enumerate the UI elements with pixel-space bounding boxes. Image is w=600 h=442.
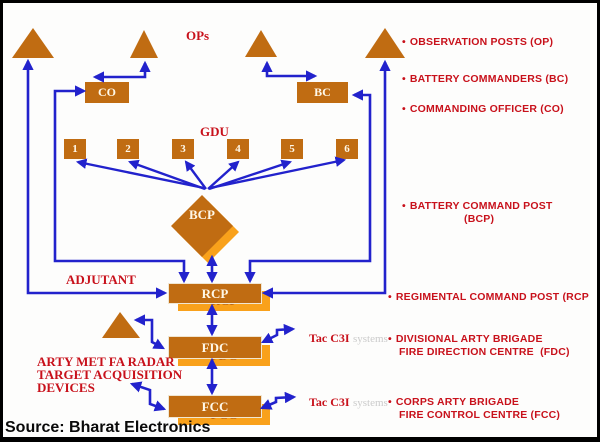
bcp-label: BCP	[189, 207, 215, 222]
acquisition-devices-label: ARTY MET FA RADAR TARGET ACQUISITION DEV…	[37, 355, 182, 394]
gdu-unit-4: 4	[227, 139, 249, 159]
legend-item-rcp: •REGIMENTAL COMMAND POST (RCP	[388, 291, 589, 304]
arrow-bcp-gdu5	[208, 159, 293, 191]
arrow-co-op2	[92, 60, 151, 83]
arrow-triangle-fdc	[133, 314, 166, 350]
watermark-systems-1: systems	[353, 333, 388, 345]
fdc-node: FDC	[168, 336, 262, 359]
legend-item-op: •OBSERVATION POSTS (OP)	[402, 36, 553, 49]
arrow-co-rcp	[53, 85, 190, 284]
gdu-unit-3: 3	[172, 139, 194, 159]
tac-c3i-fcc-label: Tac C3I	[309, 395, 350, 409]
arrow-bcp-gdu6	[209, 156, 347, 190]
source-attribution: Source: Bharat Electronics	[5, 419, 211, 436]
devices-line-3: DEVICES	[37, 380, 95, 395]
watermark-systems-2: systems	[353, 397, 388, 409]
legend-label-fdc-2: FIRE DIRECTION CENTRE (FDC)	[399, 346, 570, 358]
legend-label-rcp: REGIMENTAL COMMAND POST (RCP	[395, 291, 589, 303]
legend-label-bcp: BATTERY COMMAND POST	[409, 200, 553, 212]
arrow-bcp-gdu1	[75, 158, 205, 190]
tac-c3i-fdc-label: Tac C3I	[309, 331, 350, 345]
legend-label-fcc: CORPS ARTY BRIGADE	[395, 396, 520, 408]
gdu-unit-1: 1	[64, 139, 86, 159]
legend-label-fdc: DIVISIONAL ARTY BRIGADE	[395, 333, 543, 345]
gdu-unit-6: 6	[336, 139, 358, 159]
legend-label-co: COMMANDING OFFICER (CO)	[409, 103, 564, 115]
legend-item-bc: •BATTERY COMMANDERS (BC)	[402, 73, 568, 86]
bullet-icon: •	[402, 73, 406, 85]
legend-label-bc: BATTERY COMMANDERS (BC)	[409, 73, 569, 85]
arrow-bc-rcp	[244, 89, 372, 284]
bcp-diamond	[171, 195, 233, 257]
arrow-bcp-gdu2	[128, 159, 206, 191]
bc-node: BC	[297, 82, 348, 103]
bullet-icon: •	[402, 36, 406, 48]
adjutant-label: ADJUTANT	[66, 272, 136, 287]
arrow-bc-op3	[261, 60, 318, 82]
op-triangle-3	[245, 30, 277, 57]
devices-line-1: ARTY MET FA RADAR	[37, 354, 175, 369]
gdu-unit-2: 2	[117, 139, 139, 159]
ops-label: OPs	[186, 28, 210, 43]
arrow-bcp-gdu4	[207, 160, 240, 190]
legend-item-co: •COMMANDING OFFICER (CO)	[402, 103, 564, 116]
arrow-bcp-gdu3	[184, 160, 207, 190]
legend-item-fcc: •CORPS ARTY BRIGADE FIRE CONTROL CENTRE …	[388, 396, 560, 422]
legend-item-fdc: •DIVISIONAL ARTY BRIGADE FIRE DIRECTION …	[388, 333, 570, 359]
arrow-fdc-tac-c3i	[260, 323, 296, 344]
op-triangle-1	[12, 28, 54, 58]
legend-label-op: OBSERVATION POSTS (OP)	[409, 36, 554, 48]
rcp-node: RCP	[168, 283, 262, 304]
devices-line-2: TARGET ACQUISITION	[37, 367, 183, 382]
legend-item-bcp: •BATTERY COMMAND POST (BCP)	[402, 200, 553, 226]
bullet-icon: •	[388, 333, 392, 345]
gdu-label: GDU	[200, 124, 229, 139]
bullet-icon: •	[388, 396, 392, 408]
div-triangle	[102, 312, 140, 338]
fcc-node: FCC	[168, 395, 262, 418]
legend-label-fcc-2: FIRE CONTROL CENTRE (FCC)	[399, 409, 561, 421]
gdu-unit-5: 5	[281, 139, 303, 159]
legend-label-bcp-2: (BCP)	[464, 213, 495, 225]
bullet-icon: •	[388, 291, 392, 303]
bullet-icon: •	[402, 103, 406, 115]
op-triangle-2	[130, 30, 158, 58]
op-triangle-4	[365, 28, 405, 58]
co-node: CO	[85, 82, 129, 103]
bullet-icon: •	[402, 200, 406, 212]
